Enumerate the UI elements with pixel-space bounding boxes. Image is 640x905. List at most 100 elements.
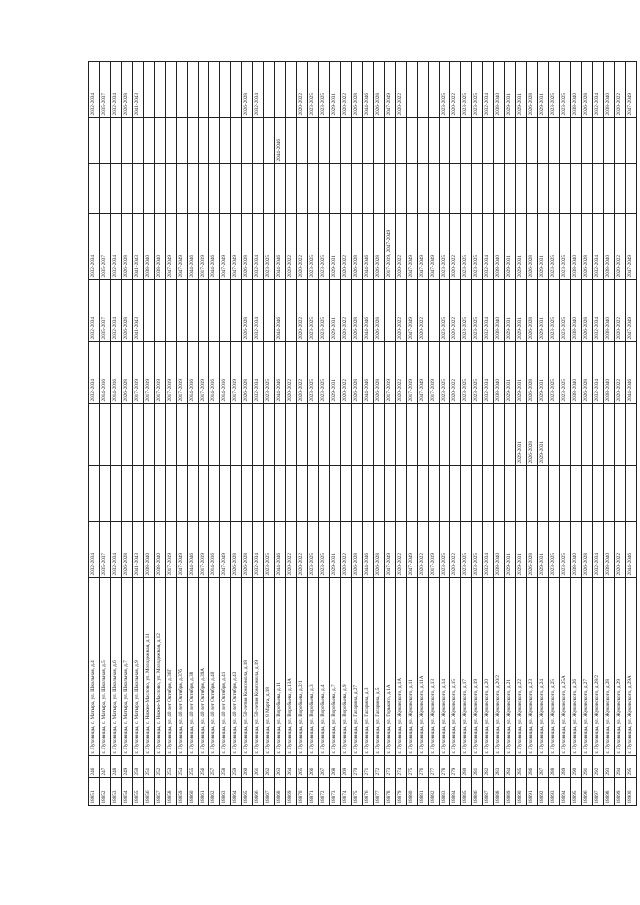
table-cell: 274	[395, 755, 407, 778]
table-cell: 2029-2031	[515, 213, 527, 280]
table-cell: 2038-2040	[143, 521, 155, 578]
table-cell: 18862	[208, 777, 220, 806]
table-cell: 2032-2034	[482, 213, 494, 280]
table-cell	[230, 61, 242, 118]
table-cell: 2029-2031	[537, 521, 549, 578]
table-cell	[143, 163, 155, 214]
table-cell: 18874	[340, 777, 352, 806]
table-cell	[449, 163, 461, 214]
table-cell: 262	[263, 755, 275, 778]
table-cell: 247	[99, 755, 111, 778]
table-cell	[219, 117, 231, 164]
table-cell: 254	[176, 755, 188, 778]
table-cell: 2047-2049	[625, 279, 637, 342]
table-cell: 258	[219, 755, 231, 778]
table-cell	[99, 403, 111, 466]
table-cell: 251	[143, 755, 155, 778]
table-cell	[471, 117, 483, 164]
table-cell	[187, 279, 199, 342]
table-cell: 2026-2028	[526, 279, 538, 342]
table-cell: 18860	[187, 777, 199, 806]
table-cell: 2038-2040	[603, 341, 615, 404]
table-cell: 2020-2022	[417, 521, 429, 578]
table-cell	[384, 163, 396, 214]
table-cell: 2026-2028	[241, 341, 253, 404]
table-cell	[154, 117, 166, 164]
table-cell	[121, 403, 133, 466]
table-cell: 2026-2028	[121, 341, 133, 404]
table-cell	[428, 403, 439, 466]
table-cell: 2023-2025	[307, 61, 319, 118]
table-cell: 2029-2031	[504, 279, 516, 342]
table-cell	[482, 465, 494, 522]
table-cell	[515, 465, 527, 522]
table-cell: 2032-2034	[592, 279, 604, 342]
table-cell: г. Луховицы, ул. Жуковского, д.22	[515, 577, 527, 756]
table-cell	[187, 163, 199, 214]
table-cell: 266	[307, 755, 319, 778]
table-cell	[614, 163, 626, 214]
table-cell: 2020-2022	[449, 521, 461, 578]
table-cell	[362, 163, 374, 214]
table-cell: 2038-2040	[493, 213, 505, 280]
table-cell	[132, 465, 144, 522]
table-cell: 18888	[493, 777, 505, 806]
table-cell: 2023-2025	[548, 61, 560, 118]
table-cell: 2038-2040	[493, 61, 505, 118]
table-cell	[241, 465, 253, 522]
table-cell	[230, 163, 242, 214]
table-cell	[482, 163, 494, 214]
table-cell: г. Луховицы, с. Матыра, ул. Школьная, д.…	[88, 577, 100, 756]
table-cell	[570, 117, 582, 164]
table-cell: 2047-2049	[417, 341, 429, 404]
table-cell	[559, 163, 571, 214]
table-cell: 2023-2025	[460, 521, 472, 578]
table-cell	[526, 117, 538, 164]
table-cell: 2038-2040	[603, 213, 615, 280]
table-cell: 2020-2022	[449, 341, 461, 404]
table-cell: 2032-2034	[482, 279, 494, 342]
table-cell: 2020-2022	[395, 213, 407, 280]
table-cell: 18884	[449, 777, 461, 806]
table-cell: 2047-2049	[230, 213, 242, 280]
table-cell: 2026-2028	[526, 521, 538, 578]
table-cell	[592, 117, 604, 164]
table-cell: 2038-2040	[154, 521, 166, 578]
table-cell	[198, 117, 209, 164]
table-cell: 2017-2019	[132, 341, 144, 404]
table-cell: 2035-2037	[99, 521, 111, 578]
table-cell: 2023-2025	[460, 61, 472, 118]
table-cell: 18877	[373, 777, 385, 806]
table-cell: 2014-2016	[99, 341, 111, 404]
table-cell: 2026-2028	[373, 341, 385, 404]
table-cell: 18890	[515, 777, 527, 806]
table-cell: 2023-2025	[559, 521, 571, 578]
table-cell	[263, 117, 275, 164]
table-cell: г. Луховицы, с. Матыра, ул. Школьная, д.…	[110, 577, 122, 756]
table-cell: 2029-2031	[537, 341, 549, 404]
table-cell: 2026-2028	[581, 279, 593, 342]
table-cell: 2038-2040	[570, 279, 582, 342]
table-cell: 2026-2028	[241, 213, 253, 280]
table-cell: 277	[428, 755, 439, 778]
table-cell: 2032-2034	[88, 341, 100, 404]
table-cell: 2044-2046	[187, 213, 199, 280]
table-cell	[395, 163, 407, 214]
table-cell	[154, 279, 166, 342]
table-cell	[614, 117, 626, 164]
table-cell: 2023-2025	[439, 521, 450, 578]
table-cell: г. Луховицы, с. Матыра, ул. Школьная, д.…	[121, 577, 133, 756]
table-cell	[384, 117, 396, 164]
table-cell: 18854	[121, 777, 133, 806]
table-cell: 2041-2043	[132, 279, 144, 342]
table-cell: 18895	[570, 777, 582, 806]
table-cell: 18871	[307, 777, 319, 806]
table-cell	[176, 403, 188, 466]
table-cell: 246	[88, 755, 100, 778]
